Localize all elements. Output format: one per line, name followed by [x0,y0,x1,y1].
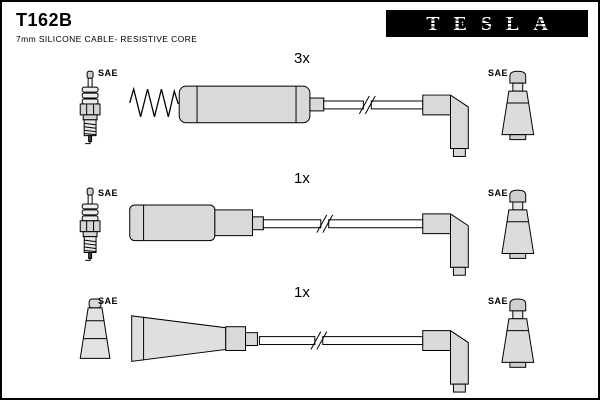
row2-quantity-label: 1x [294,170,310,187]
row1-quantity-label: 3x [294,50,310,67]
row3-cone-boot-icon [79,298,111,359]
row1-cable-wire [323,95,424,115]
row1-spark-plug-icon [79,70,101,145]
row1-sae-label-right: SAE [488,68,509,78]
row2-sae-label-left: SAE [98,188,119,198]
row2-sae-label-right: SAE [488,188,509,198]
row2-spark-plug-icon [79,187,101,261]
row2-cable-wire [262,214,424,233]
tesla-logo: TESLA [386,10,588,37]
row3-cable-boot [131,315,258,362]
row3-elbow-boot [422,330,469,393]
row1-coil-spring-icon [129,86,179,117]
row2-elbow-boot [422,213,469,276]
row2-terminal-icon [501,189,535,259]
row3-cable-wire [258,331,424,350]
row3-quantity-label: 1x [294,284,310,301]
product-code: T162B [16,10,73,30]
row1-sae-label-left: SAE [98,68,119,78]
row1-cable-boot [178,85,325,124]
product-description: 7mm SILICONE CABLE- RESISTIVE CORE [16,34,198,44]
tesla-logo-text: TESLA [426,12,562,35]
row3-sae-label-left: SAE [98,296,119,306]
row3-terminal-icon [501,298,535,368]
row2-cable-boot [129,204,264,242]
row1-elbow-boot [422,94,469,157]
row1-terminal-icon [501,70,535,141]
row3-sae-label-right: SAE [488,296,509,306]
